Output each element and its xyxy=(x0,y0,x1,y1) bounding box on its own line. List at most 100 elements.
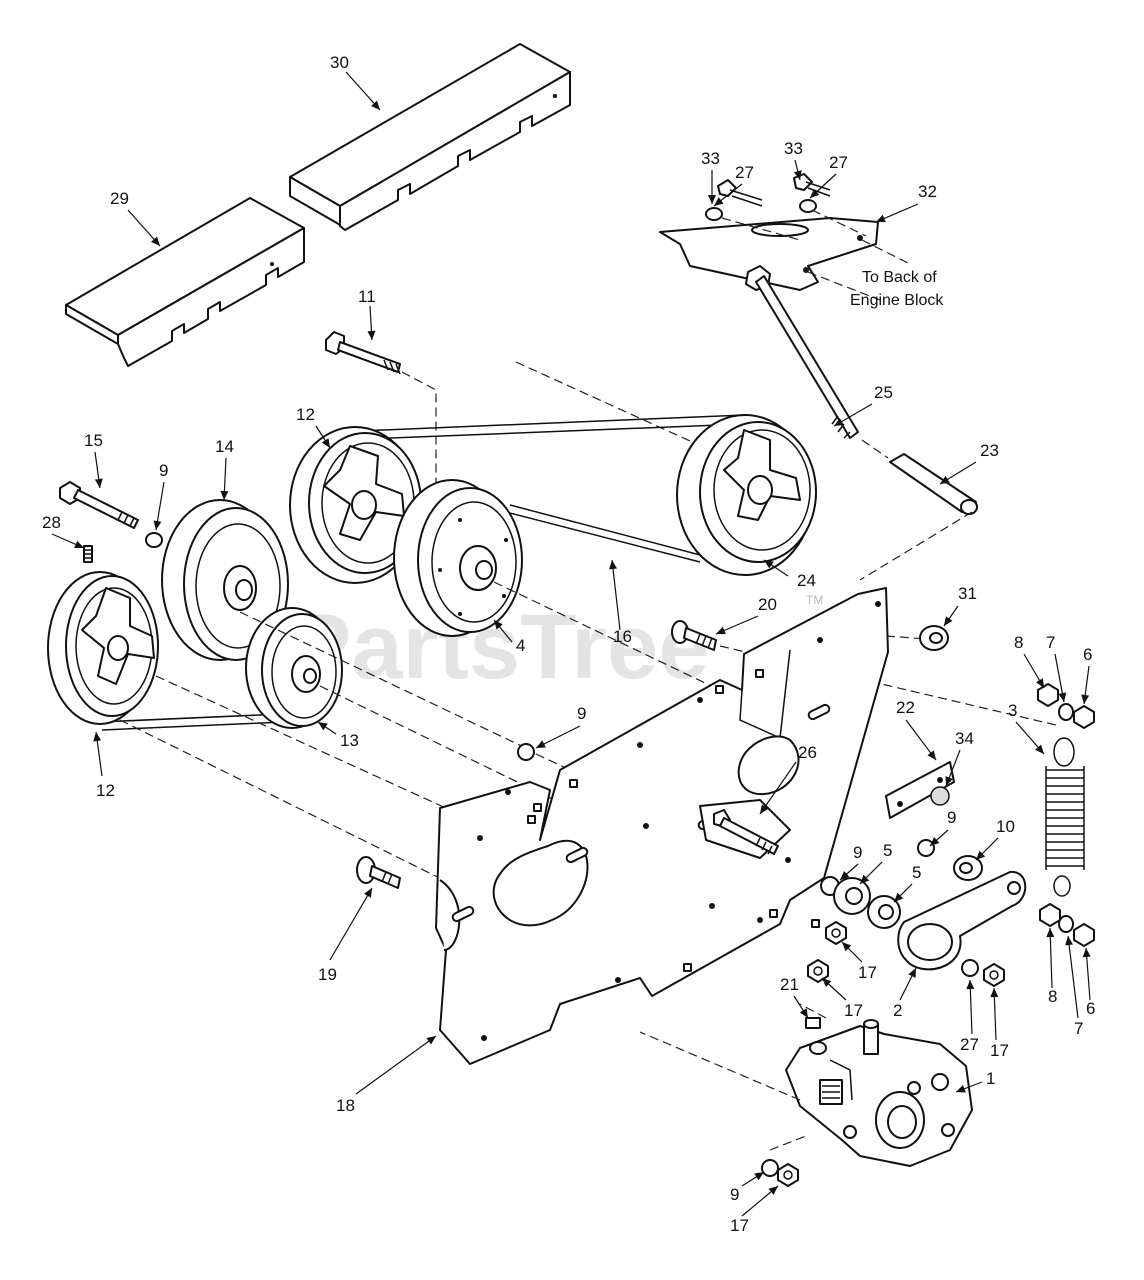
leader-arrowhead xyxy=(609,560,617,570)
nut-8-upper xyxy=(1037,683,1059,707)
lock-nut-34 xyxy=(930,786,950,806)
leader-arrowhead xyxy=(976,850,986,860)
nut-17-a xyxy=(825,921,847,945)
leader-arrowhead xyxy=(714,197,724,206)
callout-5-b: 5 xyxy=(912,863,921,882)
nut-17-d xyxy=(777,1163,799,1187)
washer-9-a xyxy=(145,532,163,548)
carriage-bolt-20 xyxy=(671,620,717,651)
callout-22: 22 xyxy=(896,698,915,717)
callout-leaders xyxy=(51,71,1091,1217)
washer-27 xyxy=(961,959,979,977)
leader-arrowhead xyxy=(1082,948,1091,958)
leader-arrowhead xyxy=(93,732,102,742)
callout-8-a: 8 xyxy=(1014,633,1023,652)
leader-arrowhead xyxy=(930,837,940,846)
bracket-bolt-left xyxy=(705,179,763,221)
callout-33-a: 33 xyxy=(701,149,720,168)
idler-arm xyxy=(897,870,1027,971)
callout-6-b: 6 xyxy=(1086,999,1095,1018)
extension-spring xyxy=(1045,737,1085,897)
leader-arrowhead xyxy=(1046,928,1055,938)
nut-6-lower xyxy=(1073,923,1095,947)
callout-20: 20 xyxy=(758,595,777,614)
callout-1: 1 xyxy=(986,1069,995,1088)
leader-arrowhead xyxy=(990,988,999,998)
leader-arrowhead xyxy=(927,750,936,760)
leader-arrowhead xyxy=(754,1172,764,1181)
leader-line xyxy=(759,761,797,815)
callout-5-a: 5 xyxy=(883,841,892,860)
idler-pulley-13 xyxy=(245,607,343,729)
callout-17-c: 17 xyxy=(990,1041,1009,1060)
carriage-bolt-19 xyxy=(356,856,401,889)
spring-pin xyxy=(83,545,93,563)
leader-arrowhead xyxy=(908,968,916,978)
leader-arrowhead xyxy=(840,871,850,880)
belt-upper xyxy=(334,414,746,433)
callout-14: 14 xyxy=(215,437,234,456)
callout-9-b: 9 xyxy=(577,704,586,723)
callout-29: 29 xyxy=(110,189,129,208)
leader-arrowhead xyxy=(321,438,330,448)
callout-11: 11 xyxy=(358,287,376,306)
belt-cover-long xyxy=(289,43,571,231)
leader-arrowhead xyxy=(768,1186,778,1195)
leader-arrowhead xyxy=(799,1008,808,1018)
callout-10: 10 xyxy=(996,817,1015,836)
leader-arrowhead xyxy=(151,236,160,246)
leader-arrowhead xyxy=(220,490,229,500)
leader-arrowhead xyxy=(716,626,726,635)
callout-17-d: 17 xyxy=(730,1216,749,1235)
washer-9-e xyxy=(761,1159,779,1177)
bearing-5-a xyxy=(833,877,871,915)
leader-arrowhead xyxy=(318,722,328,731)
hydrostatic-pump xyxy=(785,1019,973,1167)
callout-17-a: 17 xyxy=(858,963,877,982)
callout-12-a: 12 xyxy=(296,405,315,424)
leader-arrowhead xyxy=(894,892,904,902)
leader-arrowhead xyxy=(1081,694,1090,704)
callout-9-d: 9 xyxy=(853,843,862,862)
nut-6-upper xyxy=(1073,705,1095,729)
callout-19: 19 xyxy=(318,965,337,984)
belt-bottom xyxy=(99,713,283,723)
callout-2: 2 xyxy=(893,1001,902,1020)
leader-arrowhead xyxy=(371,100,380,110)
pulley-bolt xyxy=(59,481,139,529)
long-bolt xyxy=(745,265,859,439)
nut-17-c xyxy=(983,963,1005,987)
callout-8-b: 8 xyxy=(1048,987,1057,1006)
callout-18: 18 xyxy=(336,1096,355,1115)
callout-7-a: 7 xyxy=(1046,633,1055,652)
leader-arrowhead xyxy=(822,978,832,988)
bearing-5-b xyxy=(867,895,901,929)
leader-arrowhead xyxy=(364,888,372,898)
nut-17-b xyxy=(807,959,829,983)
callout-23: 23 xyxy=(980,441,999,460)
callout-13: 13 xyxy=(340,731,359,750)
key-21 xyxy=(805,1017,821,1029)
callout-9-a: 9 xyxy=(159,461,168,480)
callout-3: 3 xyxy=(1008,701,1017,720)
bolt-26 xyxy=(699,799,791,859)
leader-arrowhead xyxy=(810,188,820,198)
callout-27-a: 27 xyxy=(735,163,754,182)
leader-arrowhead xyxy=(760,804,769,814)
callout-27-b: 27 xyxy=(829,153,848,172)
callout-9-c: 9 xyxy=(947,808,956,827)
leader-line xyxy=(969,979,973,1035)
callout-26: 26 xyxy=(798,743,817,762)
leader-arrowhead xyxy=(834,418,844,426)
leader-line xyxy=(355,1035,437,1095)
callout-28: 28 xyxy=(42,513,61,532)
callout-6-a: 6 xyxy=(1083,645,1092,664)
leader-arrowhead xyxy=(426,1036,436,1045)
leader-arrowhead xyxy=(1065,936,1074,946)
leader-arrowhead xyxy=(94,478,103,488)
note-line-2: Engine Block xyxy=(850,292,944,309)
leader-line xyxy=(611,559,621,631)
callout-4: 4 xyxy=(516,636,525,655)
watermark-trademark: TM xyxy=(806,593,823,607)
